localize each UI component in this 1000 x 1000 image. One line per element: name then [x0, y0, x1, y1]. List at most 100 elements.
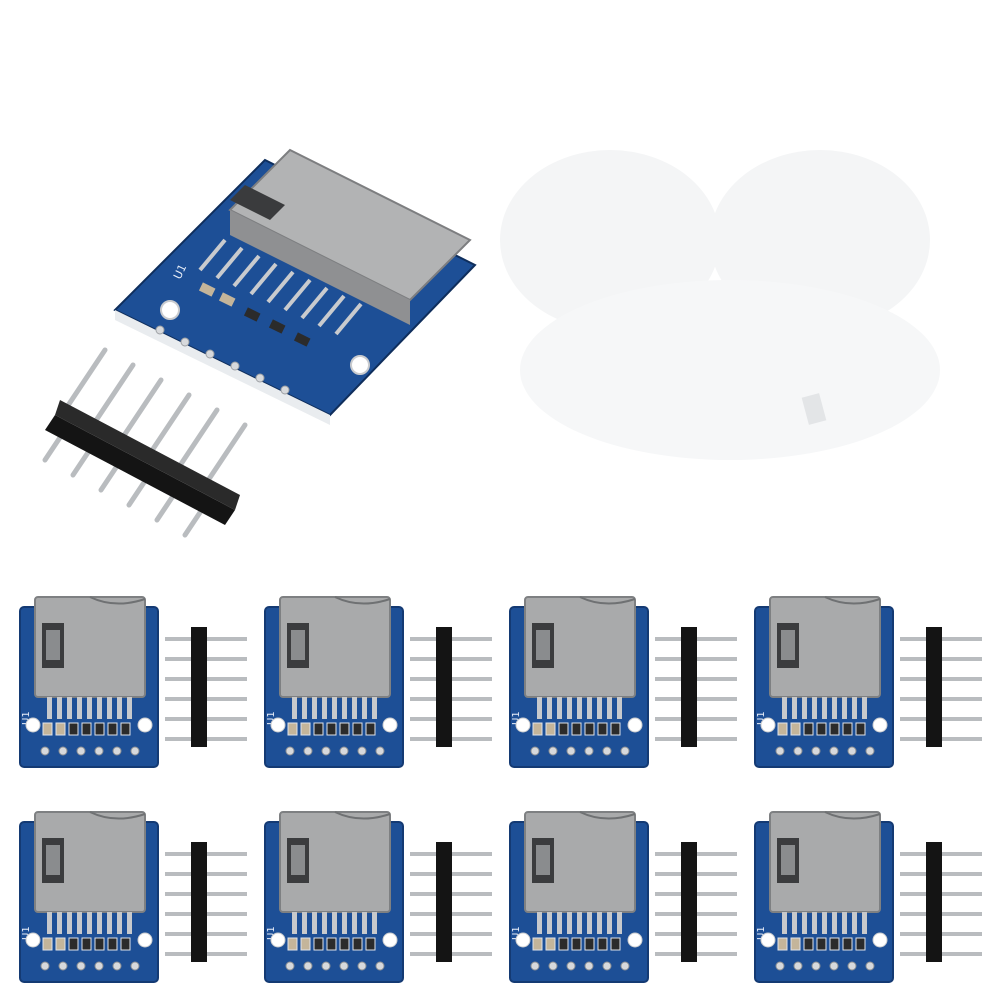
header-hole — [775, 961, 785, 971]
smd-component — [597, 722, 608, 736]
mount-hole — [137, 932, 153, 948]
smd-component — [352, 937, 363, 951]
slot-pin — [537, 697, 542, 719]
header-hole — [793, 961, 803, 971]
header-hole — [112, 961, 122, 971]
header-hole — [130, 961, 140, 971]
silk-u1-label: U1 — [266, 711, 277, 725]
header-hole — [530, 746, 540, 756]
card-slot-lip — [824, 596, 881, 605]
slot-pin — [57, 697, 62, 719]
smd-component — [584, 722, 595, 736]
slot-pin — [852, 912, 857, 934]
slot-pin — [862, 697, 867, 719]
hero-pin-header — [42, 347, 248, 538]
module-tile: U1 — [260, 585, 505, 785]
slot-pin — [792, 912, 797, 934]
smd-component — [68, 937, 79, 951]
header-hole — [602, 961, 612, 971]
header-hole — [76, 746, 86, 756]
slot-pin — [617, 697, 622, 719]
slot-pin — [127, 697, 132, 719]
smd-component — [313, 722, 324, 736]
silk-u1-label: U1 — [511, 711, 522, 725]
header-hole — [548, 961, 558, 971]
slot-pin — [352, 912, 357, 934]
slot-pin — [302, 697, 307, 719]
slot-pin — [567, 912, 572, 934]
card-slot-lip — [89, 596, 146, 605]
smd-component — [300, 722, 311, 736]
slot-pin — [792, 697, 797, 719]
slot-pin — [782, 697, 787, 719]
smd-component — [55, 937, 66, 951]
header-hole — [566, 746, 576, 756]
slot-pin — [302, 912, 307, 934]
slot-pin — [87, 912, 92, 934]
smd-component — [55, 722, 66, 736]
smd-component — [532, 937, 543, 951]
slot-pin — [832, 697, 837, 719]
smd-component — [777, 722, 788, 736]
card-slot-lip — [824, 811, 881, 820]
smd-component — [855, 937, 866, 951]
header-hole — [775, 746, 785, 756]
slot-pin — [802, 697, 807, 719]
smd-component — [42, 722, 53, 736]
header-plastic — [436, 627, 452, 747]
header-hole — [40, 746, 50, 756]
slot-spring-inner — [46, 630, 60, 660]
slot-pin — [362, 912, 367, 934]
slot-pin — [547, 697, 552, 719]
slot-pin — [607, 912, 612, 934]
card-slot-lip — [334, 811, 391, 820]
card-slot-lip — [89, 811, 146, 820]
slot-pin — [352, 697, 357, 719]
mount-hole — [515, 932, 531, 948]
smd-component — [842, 722, 853, 736]
header-hole — [530, 961, 540, 971]
header-hole — [548, 746, 558, 756]
slot-pin — [597, 912, 602, 934]
smd-component — [790, 722, 801, 736]
slot-pin — [842, 912, 847, 934]
header-hole — [285, 961, 295, 971]
hero-slot-pins — [198, 238, 363, 336]
slot-pin — [597, 697, 602, 719]
header-plastic — [926, 627, 942, 747]
slot-pin — [607, 697, 612, 719]
mount-hole — [270, 932, 286, 948]
slot-spring-inner — [291, 845, 305, 875]
hero-header-holes — [155, 325, 290, 395]
smd-component — [829, 722, 840, 736]
header-plastic — [191, 842, 207, 962]
slot-pin — [782, 912, 787, 934]
mount-hole — [25, 932, 41, 948]
hero-card-slot-front — [230, 210, 410, 325]
slot-pin — [292, 697, 297, 719]
header-plastic — [681, 627, 697, 747]
slot-pin — [587, 697, 592, 719]
silk-u1-label: U1 — [756, 926, 767, 940]
smd-component — [120, 937, 131, 951]
mount-hole — [872, 932, 888, 948]
smd-component — [610, 722, 621, 736]
slot-spring-inner — [46, 845, 60, 875]
header-plastic — [436, 842, 452, 962]
slot-pin — [97, 697, 102, 719]
header-hole — [375, 961, 385, 971]
slot-pin — [107, 912, 112, 934]
slot-pin — [362, 697, 367, 719]
slot-pin — [842, 697, 847, 719]
smd-component — [610, 937, 621, 951]
header-hole — [58, 961, 68, 971]
slot-spring-inner — [536, 630, 550, 660]
silk-u1-label: U1 — [756, 711, 767, 725]
header-hole — [847, 961, 857, 971]
slot-pin — [107, 697, 112, 719]
header-hole — [602, 746, 612, 756]
header-hole — [94, 746, 104, 756]
header-hole — [130, 746, 140, 756]
hero-mount-hole-right — [350, 355, 370, 375]
